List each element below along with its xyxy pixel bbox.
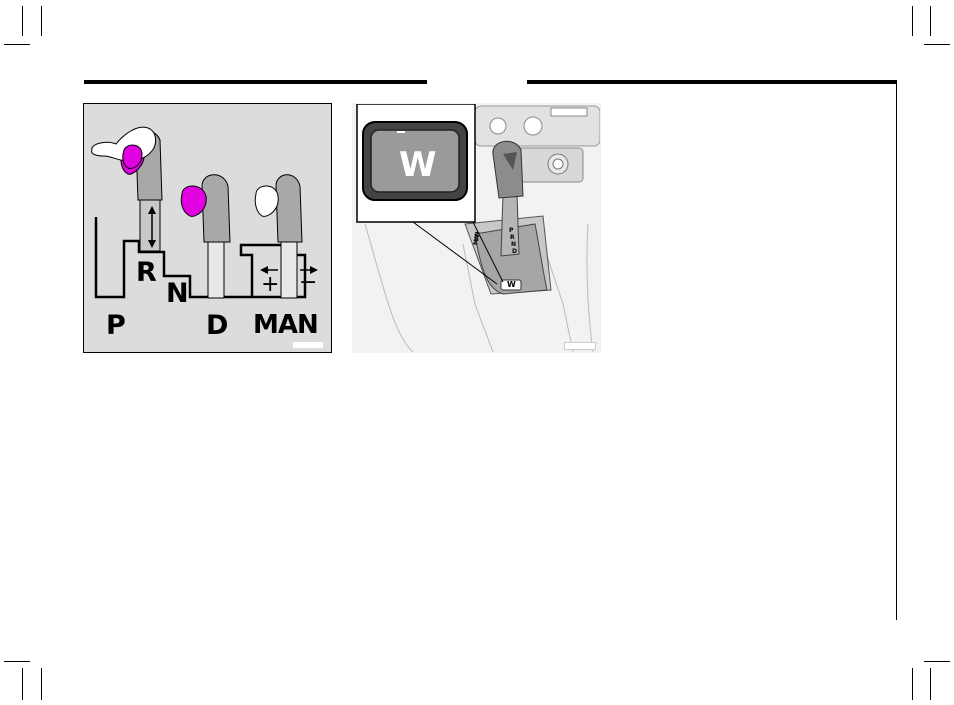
gear-label-d: D: [206, 312, 227, 339]
figure-code-box-right: [564, 342, 596, 350]
seat-outline-right: [587, 224, 593, 352]
console-drawing: [353, 104, 601, 353]
manual-plus-sign: +: [261, 274, 278, 296]
gear-label-r: R: [136, 259, 156, 286]
shift-lever-stem: [501, 194, 519, 256]
manual-minus-sign: −: [299, 272, 316, 294]
crop-mark-br-v2: [930, 668, 931, 700]
lever-2-knob: [202, 175, 230, 242]
right-margin-line: [896, 84, 897, 620]
lever-2-shaft: [208, 242, 224, 298]
gear-label-p: P: [106, 312, 125, 339]
crop-mark-tl-v1: [22, 6, 23, 36]
dash-knob-1: [490, 118, 506, 134]
gate-letter-d: D: [512, 249, 516, 255]
header-rule-left: [84, 80, 427, 84]
console-socket-inner: [553, 159, 563, 169]
seat-outline-left: [365, 224, 413, 352]
figure-code-box-left: [293, 342, 323, 348]
gear-label-man: MAN: [253, 312, 318, 338]
crop-mark-bl-v2: [41, 668, 42, 700]
lever-3-shaft: [281, 242, 297, 298]
crop-mark-br-h: [924, 661, 950, 662]
gear-selector-diagram: R N P D MAN + −: [83, 103, 332, 353]
lever-3-button: [255, 186, 278, 216]
crop-mark-bl-v1: [22, 668, 23, 700]
crop-mark-tl-h: [4, 44, 30, 45]
gate-w-label: W: [507, 281, 515, 289]
winter-button-label: W: [399, 148, 436, 182]
crop-mark-tr-h: [924, 44, 950, 45]
crop-mark-tl-v2: [41, 6, 42, 36]
gear-label-n: N: [166, 280, 188, 307]
crop-mark-tr-v2: [930, 6, 931, 36]
crop-mark-tr-v1: [912, 6, 913, 36]
dash-slot: [551, 108, 587, 116]
crop-mark-br-v1: [912, 668, 913, 700]
crop-mark-bl-h: [4, 661, 30, 662]
shift-lever-knob: [493, 141, 523, 198]
header-rule-right: [527, 80, 897, 84]
lever-3-knob: [276, 175, 302, 242]
console-w-button-illustration: W W P R N D MAN: [352, 103, 601, 353]
dash-knob-2: [524, 117, 542, 135]
